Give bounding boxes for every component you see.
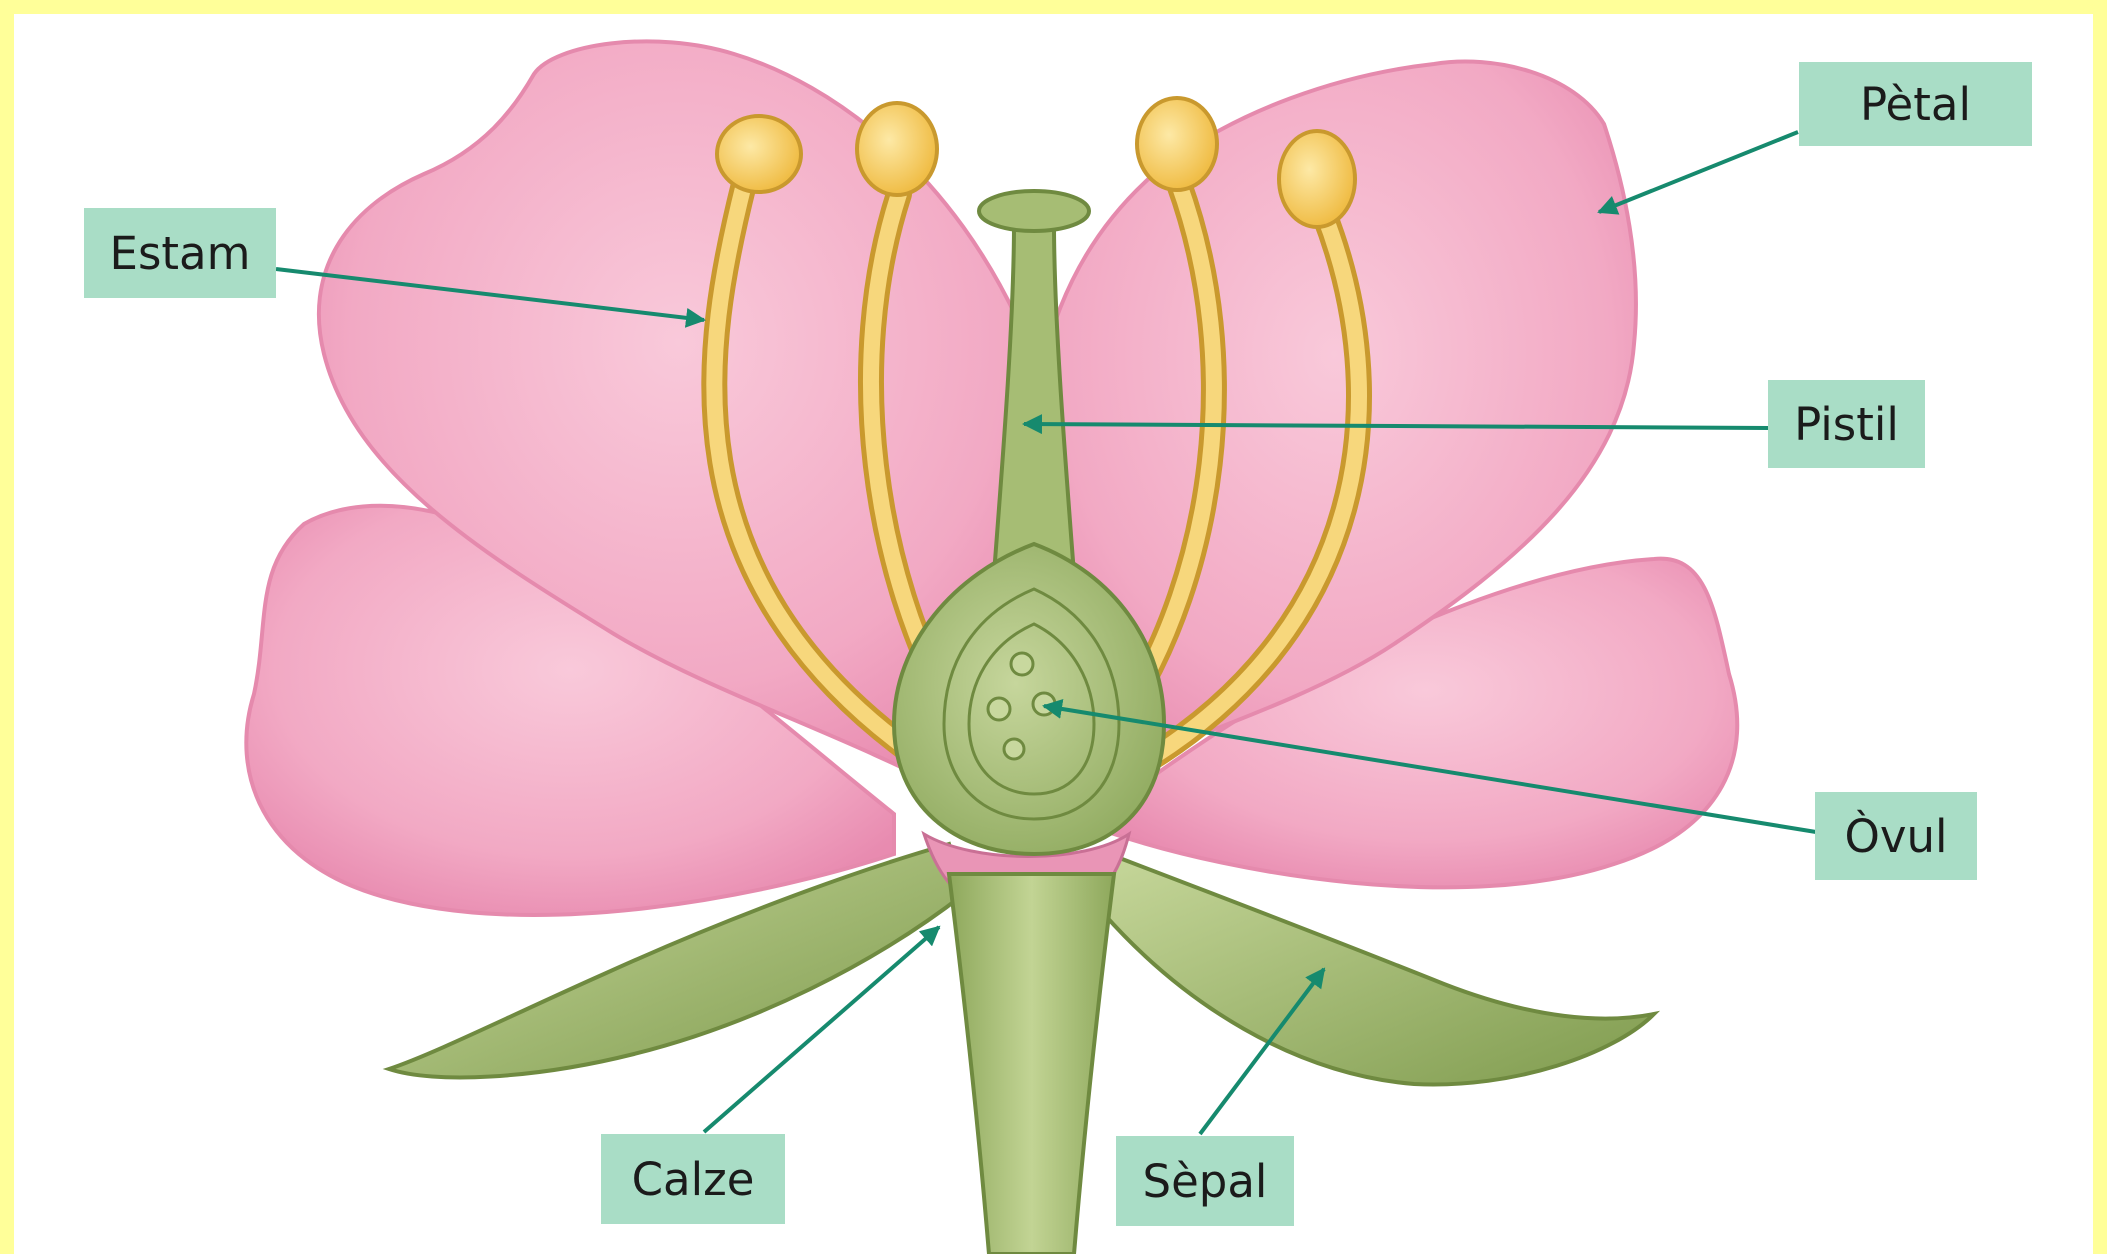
flower-illustration [14, 14, 2093, 1254]
diagram-canvas: Pètal Estam Pistil Òvul Calze Sèpal [14, 14, 2093, 1254]
petal-label: Pètal [1799, 62, 2032, 146]
right-sepal [1104, 854, 1654, 1084]
ovule-label: Òvul [1815, 792, 1977, 880]
stigma [979, 191, 1089, 231]
petal-pointer [1599, 132, 1798, 212]
sepal-label: Sèpal [1116, 1136, 1294, 1226]
pistil-style [994, 224, 1074, 574]
calyx-label: Calze [601, 1134, 785, 1224]
stem [949, 874, 1114, 1254]
pistil-label: Pistil [1768, 380, 1925, 468]
stamen-label: Estam [84, 208, 276, 298]
